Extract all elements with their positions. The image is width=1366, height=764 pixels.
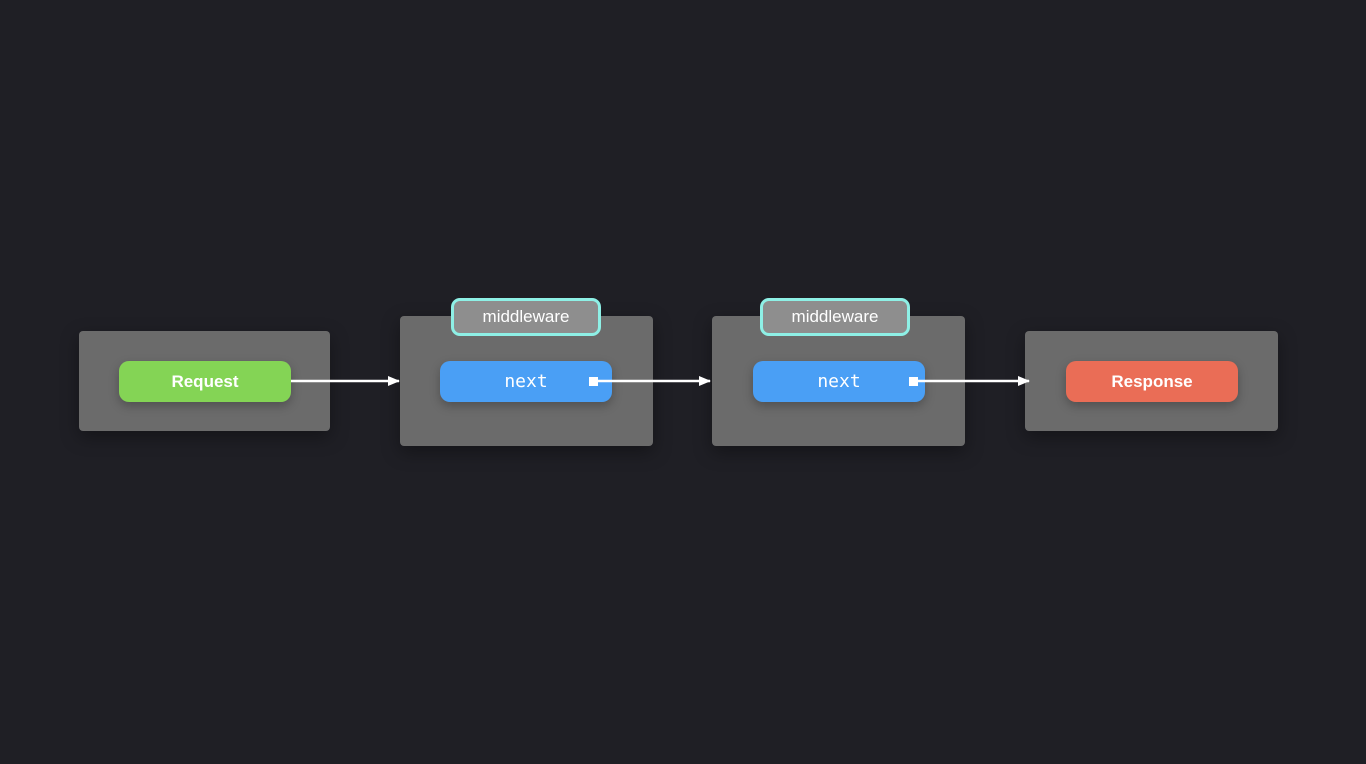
request-node: Request <box>119 361 291 402</box>
middleware-tag-2: middleware <box>760 298 910 336</box>
next-node-1: next <box>440 361 612 402</box>
middleware-tag-1: middleware <box>451 298 601 336</box>
response-node: Response <box>1066 361 1238 402</box>
next-node-2: next <box>753 361 925 402</box>
